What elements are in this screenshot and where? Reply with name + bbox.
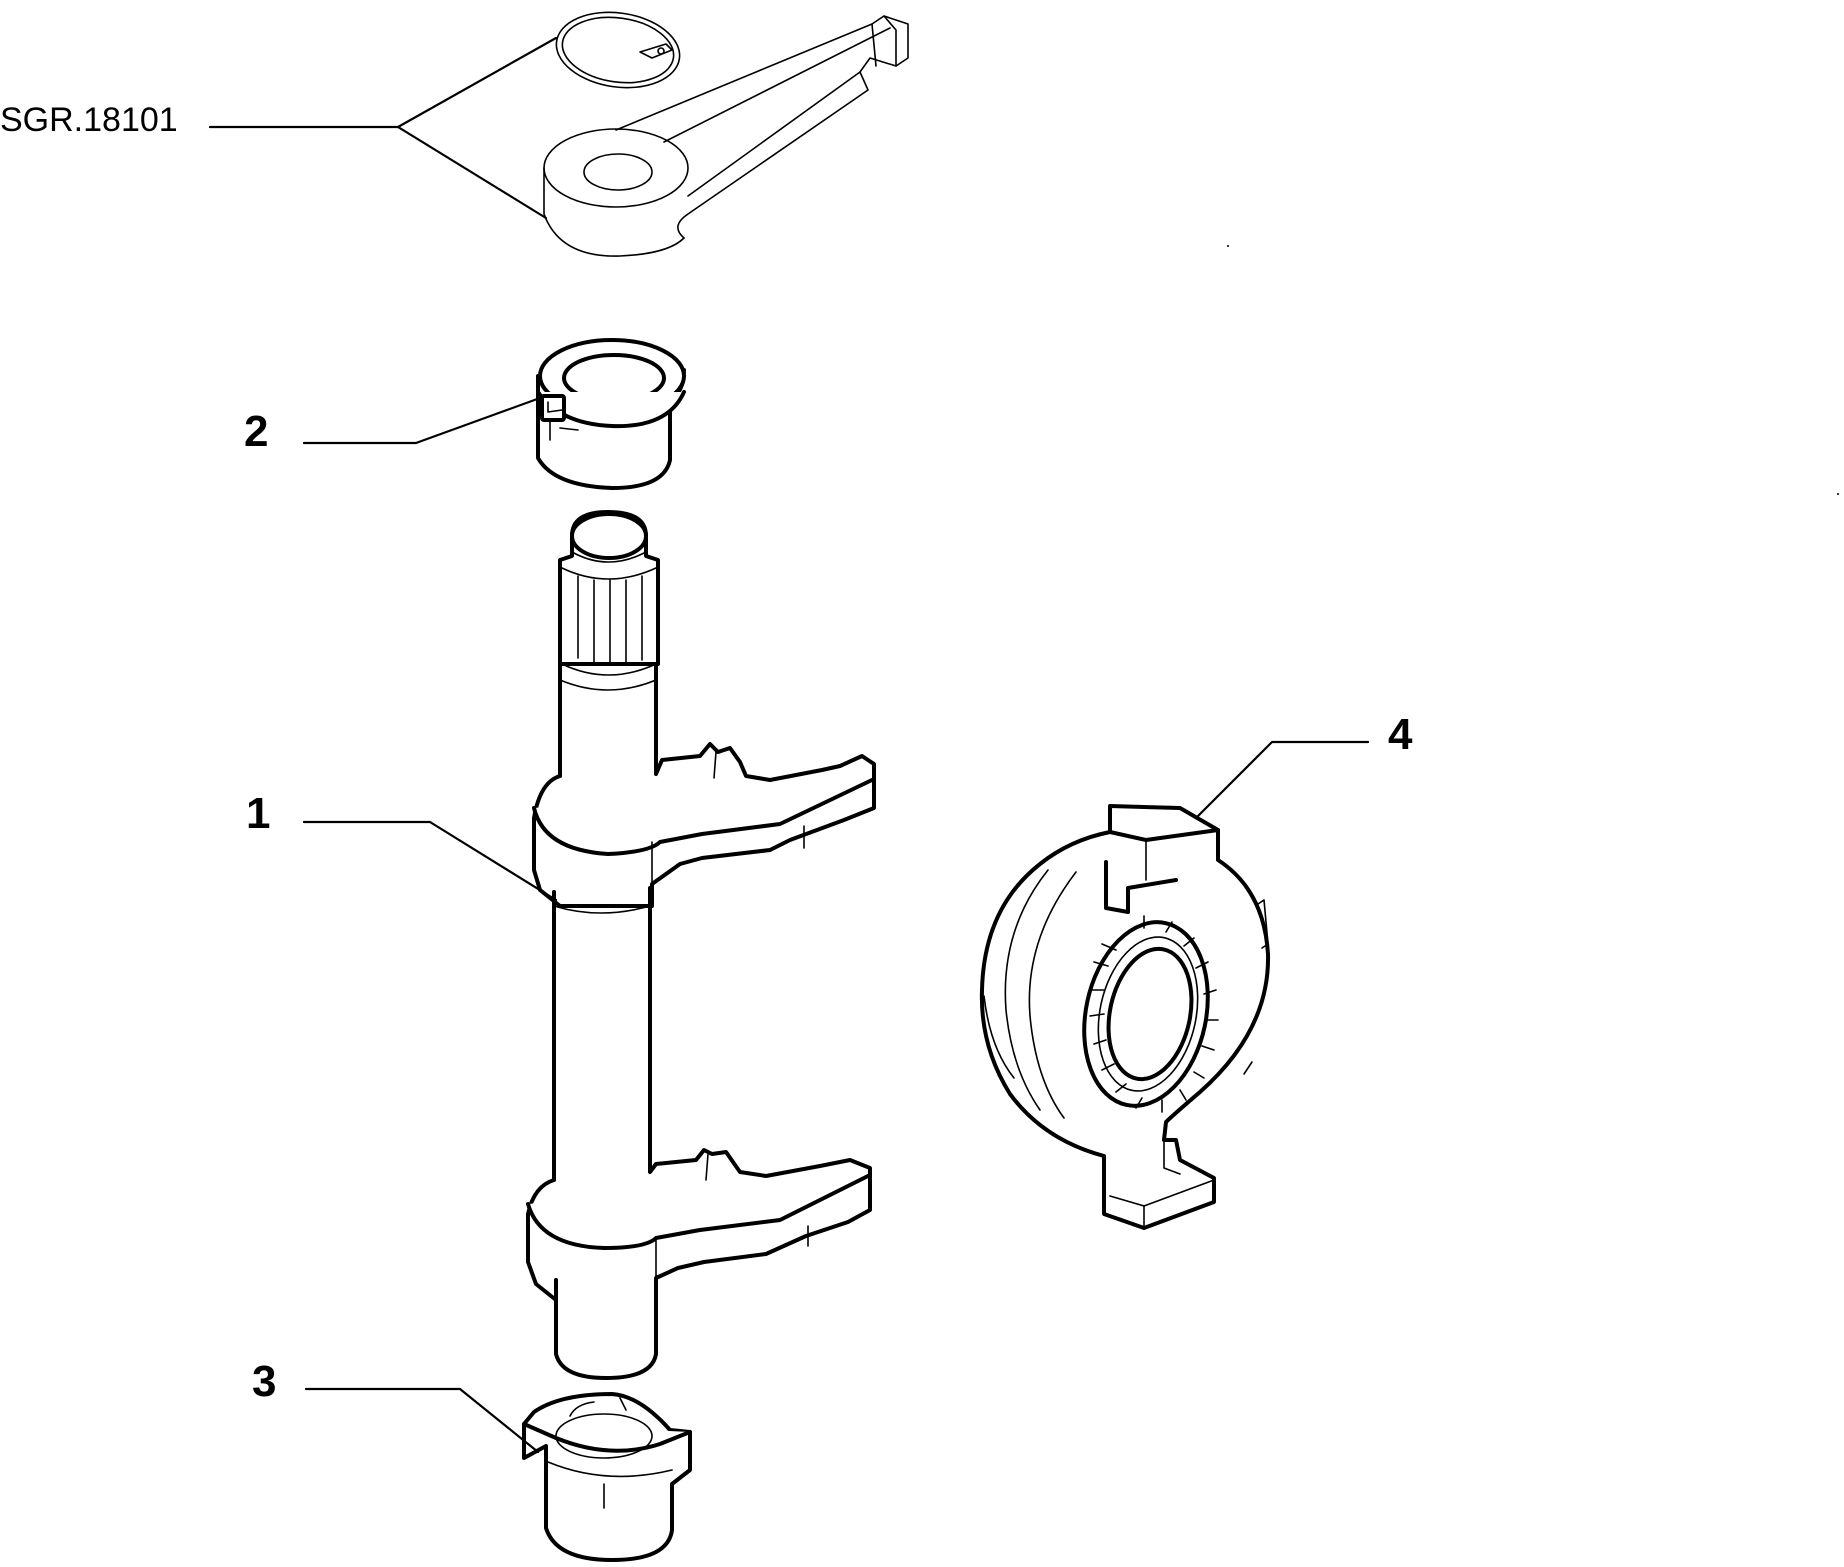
release-bearing-icon [979, 804, 1271, 1230]
reference-leader [208, 36, 558, 220]
reference-group-label: SGR.18101 [0, 101, 178, 139]
part-3-label: 3 [252, 1357, 276, 1406]
fork-shaft-icon [526, 510, 876, 1380]
circlip-icon [555, 11, 681, 89]
speck [1837, 493, 1839, 495]
speck [1227, 245, 1229, 247]
part-4-label: 4 [1388, 710, 1413, 759]
part-2-leader [302, 396, 542, 445]
part-1-leader [302, 820, 558, 902]
part-1-label: 1 [246, 789, 270, 838]
upper-bushing-icon [536, 338, 686, 490]
release-lever-icon [543, 15, 909, 257]
lower-bushing-icon [522, 1392, 692, 1562]
part-4-leader [1196, 740, 1370, 818]
part-3-leader [304, 1387, 540, 1454]
part-2-label: 2 [244, 407, 268, 456]
